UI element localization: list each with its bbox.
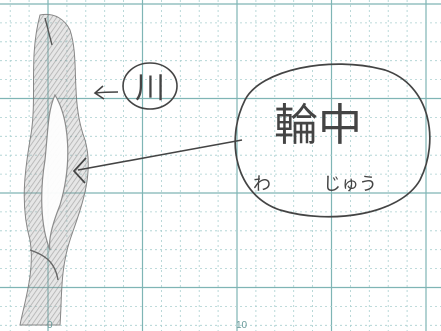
grid-numbers: 0 10 xyxy=(47,320,248,331)
river-kanji-label: 川 xyxy=(135,71,165,106)
tick-zero: 0 xyxy=(47,320,53,331)
main-label-circle: 輪中 わ じゅう xyxy=(234,63,431,218)
reading-juu: じゅう xyxy=(323,174,377,195)
river-shading xyxy=(19,13,89,326)
arrow-to-river xyxy=(93,85,119,100)
arrow-to-island xyxy=(72,139,243,184)
reading-wa: わ xyxy=(253,174,271,195)
main-kanji-label: 輪中 xyxy=(274,100,362,151)
tick-ten: 10 xyxy=(236,320,248,331)
river-label-circle: 川 xyxy=(122,62,178,110)
